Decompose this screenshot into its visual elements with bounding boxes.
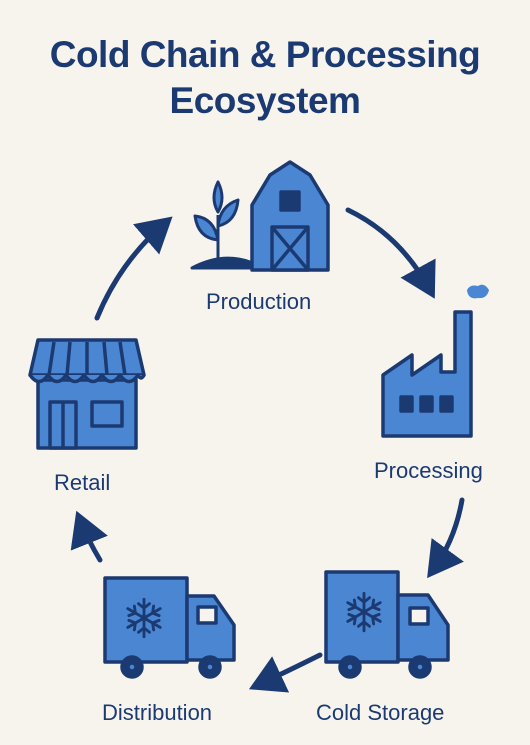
cycle-arrow-icon bbox=[427, 497, 465, 579]
processing-label: Processing bbox=[374, 458, 483, 483]
cycle-arrow-icon bbox=[70, 510, 108, 563]
cold-storage-label: Cold Storage bbox=[316, 700, 445, 725]
cycle-arrow-icon bbox=[345, 207, 436, 299]
diagram-title: Cold Chain & Processing Ecosystem bbox=[0, 32, 530, 124]
title-line-1: Cold Chain & Processing bbox=[49, 34, 481, 75]
factory-icon bbox=[381, 284, 489, 438]
barn-icon bbox=[250, 160, 330, 272]
cycle-arrow-icon bbox=[94, 216, 173, 321]
refrigerated-truck-icon bbox=[324, 570, 450, 679]
cycle-arrow-icon bbox=[248, 652, 323, 693]
plant-icon bbox=[190, 180, 252, 270]
production-label: Production bbox=[206, 289, 312, 314]
distribution-label: Distribution bbox=[102, 700, 213, 725]
storefront-icon bbox=[28, 338, 146, 450]
retail-label: Retail bbox=[54, 470, 111, 495]
refrigerated-truck-icon bbox=[103, 576, 236, 679]
title-line-2: Ecosystem bbox=[169, 80, 361, 121]
